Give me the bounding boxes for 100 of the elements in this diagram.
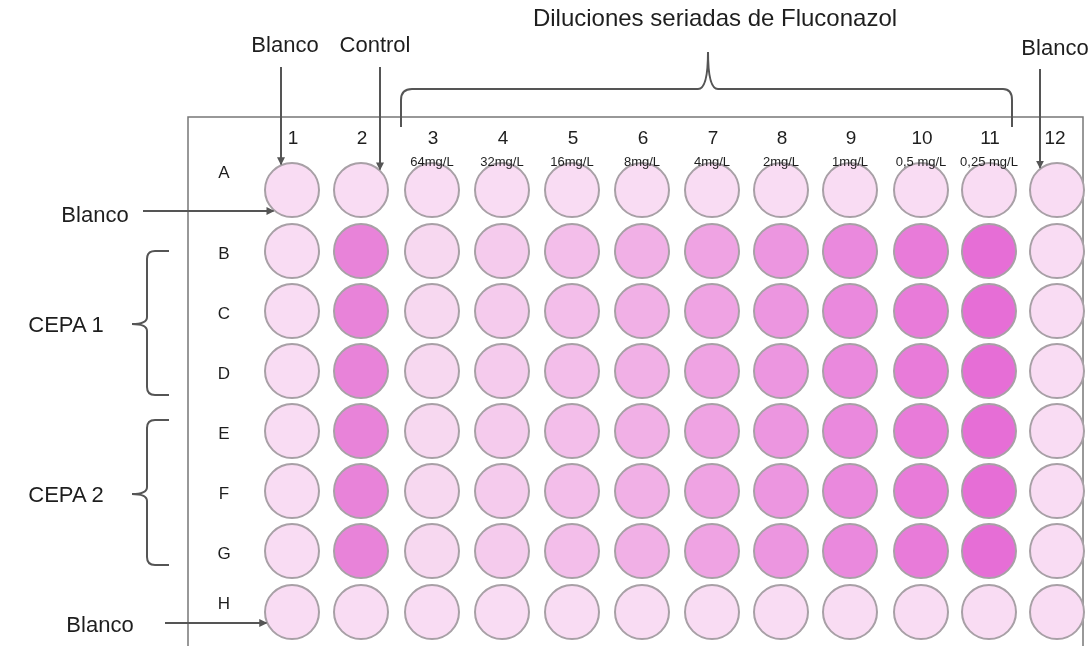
well (753, 584, 809, 640)
well (614, 403, 670, 459)
well (614, 223, 670, 279)
well (544, 403, 600, 459)
column-number: 10 (911, 127, 933, 149)
arrow (164, 619, 268, 627)
column-number: 2 (356, 127, 368, 149)
well (961, 283, 1017, 339)
well (684, 463, 740, 519)
well (614, 463, 670, 519)
well (684, 343, 740, 399)
concentration-label: 2mg/L (762, 154, 800, 170)
well (474, 283, 530, 339)
well (614, 584, 670, 640)
well (753, 523, 809, 579)
column-number: 12 (1044, 127, 1066, 149)
well (333, 463, 389, 519)
concentration-label: 8mg/L (623, 154, 661, 170)
well (404, 283, 460, 339)
arrow (142, 207, 275, 215)
well (822, 584, 878, 640)
well (822, 223, 878, 279)
well (474, 403, 530, 459)
well (614, 343, 670, 399)
well (544, 223, 600, 279)
well (684, 523, 740, 579)
well (1029, 403, 1085, 459)
column-number: 9 (845, 127, 857, 149)
well (544, 343, 600, 399)
well (614, 283, 670, 339)
concentration-label: 32mg/L (480, 154, 524, 170)
column-number: 4 (497, 127, 509, 149)
column-number: 7 (707, 127, 719, 149)
well (404, 403, 460, 459)
well (753, 283, 809, 339)
well (684, 223, 740, 279)
concentration-label: 0,5 mg/L (895, 154, 947, 170)
concentration-label: 4mg/L (693, 154, 731, 170)
well (333, 403, 389, 459)
well (1029, 584, 1085, 640)
well (753, 463, 809, 519)
well (264, 523, 320, 579)
well (961, 523, 1017, 579)
well (544, 283, 600, 339)
well (1029, 523, 1085, 579)
well (1029, 283, 1085, 339)
well (404, 343, 460, 399)
well (333, 343, 389, 399)
row-letter: A (218, 163, 230, 183)
row-letter: E (218, 424, 230, 444)
well (404, 523, 460, 579)
well (614, 523, 670, 579)
well (961, 223, 1017, 279)
callout-label: Control (339, 32, 411, 58)
callout-label: Blanco (251, 32, 319, 58)
column-number: 6 (637, 127, 649, 149)
well (333, 584, 389, 640)
well (822, 523, 878, 579)
well (544, 584, 600, 640)
well (893, 463, 949, 519)
well (893, 343, 949, 399)
well (544, 523, 600, 579)
well (474, 223, 530, 279)
column-number: 1 (287, 127, 299, 149)
well (544, 463, 600, 519)
well (893, 223, 949, 279)
arrow (376, 66, 384, 171)
column-number: 8 (776, 127, 788, 149)
callout-label: Blanco (61, 202, 129, 228)
well (333, 523, 389, 579)
well (822, 463, 878, 519)
well (264, 403, 320, 459)
well (264, 283, 320, 339)
well (822, 403, 878, 459)
well (822, 283, 878, 339)
well (961, 343, 1017, 399)
well (264, 343, 320, 399)
well (333, 162, 389, 218)
well (264, 223, 320, 279)
concentration-label: 0,25 mg/L (960, 154, 1018, 170)
row-letter: B (218, 244, 230, 264)
well (893, 403, 949, 459)
well (474, 584, 530, 640)
well (684, 584, 740, 640)
well (893, 584, 949, 640)
concentration-label: 64mg/L (410, 154, 454, 170)
well (1029, 223, 1085, 279)
column-number: 5 (567, 127, 579, 149)
row-letter: F (218, 484, 230, 504)
concentration-label: 16mg/L (550, 154, 594, 170)
row-letter: C (217, 304, 231, 324)
well (893, 283, 949, 339)
well (961, 403, 1017, 459)
well (264, 463, 320, 519)
group-label: CEPA 2 (28, 482, 104, 508)
well (893, 523, 949, 579)
well (753, 343, 809, 399)
well (1029, 162, 1085, 218)
well (404, 463, 460, 519)
row-letter: D (217, 364, 231, 384)
